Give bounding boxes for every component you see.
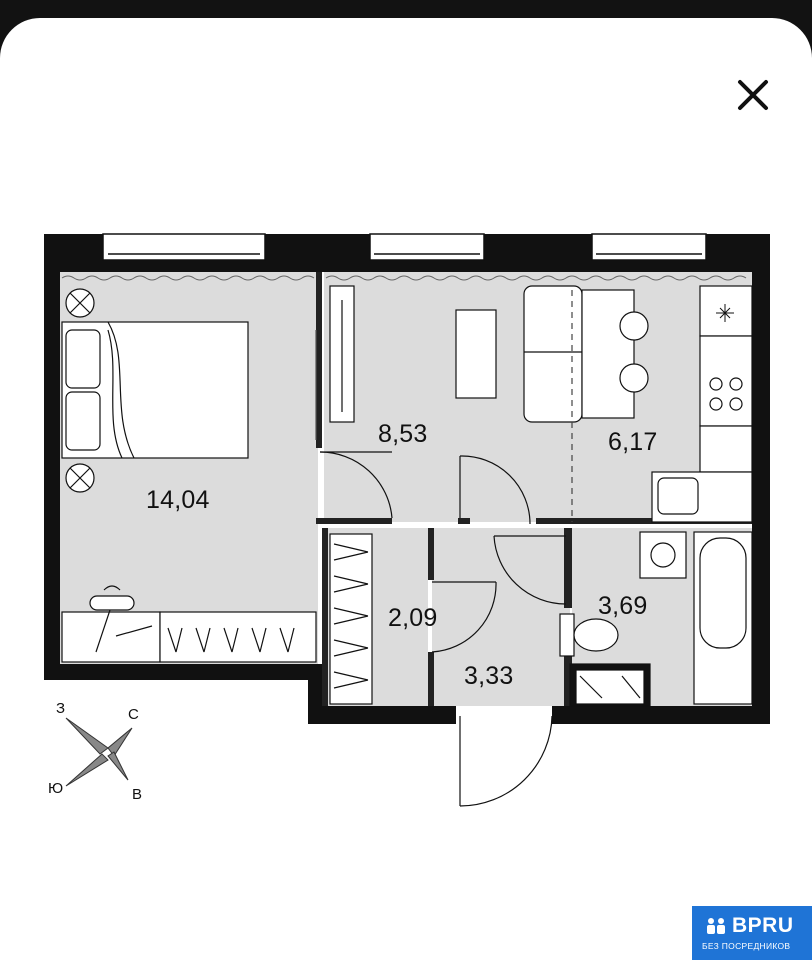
people-icon bbox=[707, 918, 725, 934]
hall-area-label: 8,53 bbox=[378, 420, 428, 448]
doors bbox=[319, 451, 567, 807]
compass-east-label: В bbox=[132, 786, 143, 803]
floor-plan-sheet: 14,04 8,53 6,17 2,09 3,33 3,69 З С Ю В bbox=[0, 18, 812, 960]
bathroom-fixtures bbox=[559, 531, 753, 707]
close-icon[interactable] bbox=[730, 72, 776, 118]
floor-plan bbox=[44, 233, 770, 807]
curtains bbox=[61, 275, 747, 281]
bathroom-area-label: 3,69 bbox=[598, 592, 648, 620]
compass-west-label: З bbox=[56, 700, 66, 717]
interior-walls bbox=[316, 272, 752, 706]
hall-furniture bbox=[315, 285, 497, 440]
entrance-area-label: 3,33 bbox=[464, 662, 514, 690]
kitchen-area-label: 6,17 bbox=[608, 428, 658, 456]
windows bbox=[102, 233, 707, 261]
closet-area-label: 2,09 bbox=[388, 604, 438, 632]
bed bbox=[61, 288, 249, 493]
watermark-subtitle: БЕЗ ПОСРЕДНИКОВ bbox=[702, 941, 791, 951]
compass-rose bbox=[65, 717, 133, 787]
bedroom-area-label: 14,04 bbox=[146, 486, 210, 514]
closet-shelf bbox=[329, 533, 373, 705]
compass-north-label: С bbox=[128, 706, 139, 723]
bpru-watermark: BPRU БЕЗ ПОСРЕДНИКОВ bbox=[692, 906, 812, 960]
desk-and-wardrobe bbox=[61, 585, 317, 663]
compass-south-label: Ю bbox=[48, 780, 64, 797]
kitchen-furniture bbox=[523, 285, 753, 523]
watermark-name: BPRU bbox=[732, 914, 794, 937]
